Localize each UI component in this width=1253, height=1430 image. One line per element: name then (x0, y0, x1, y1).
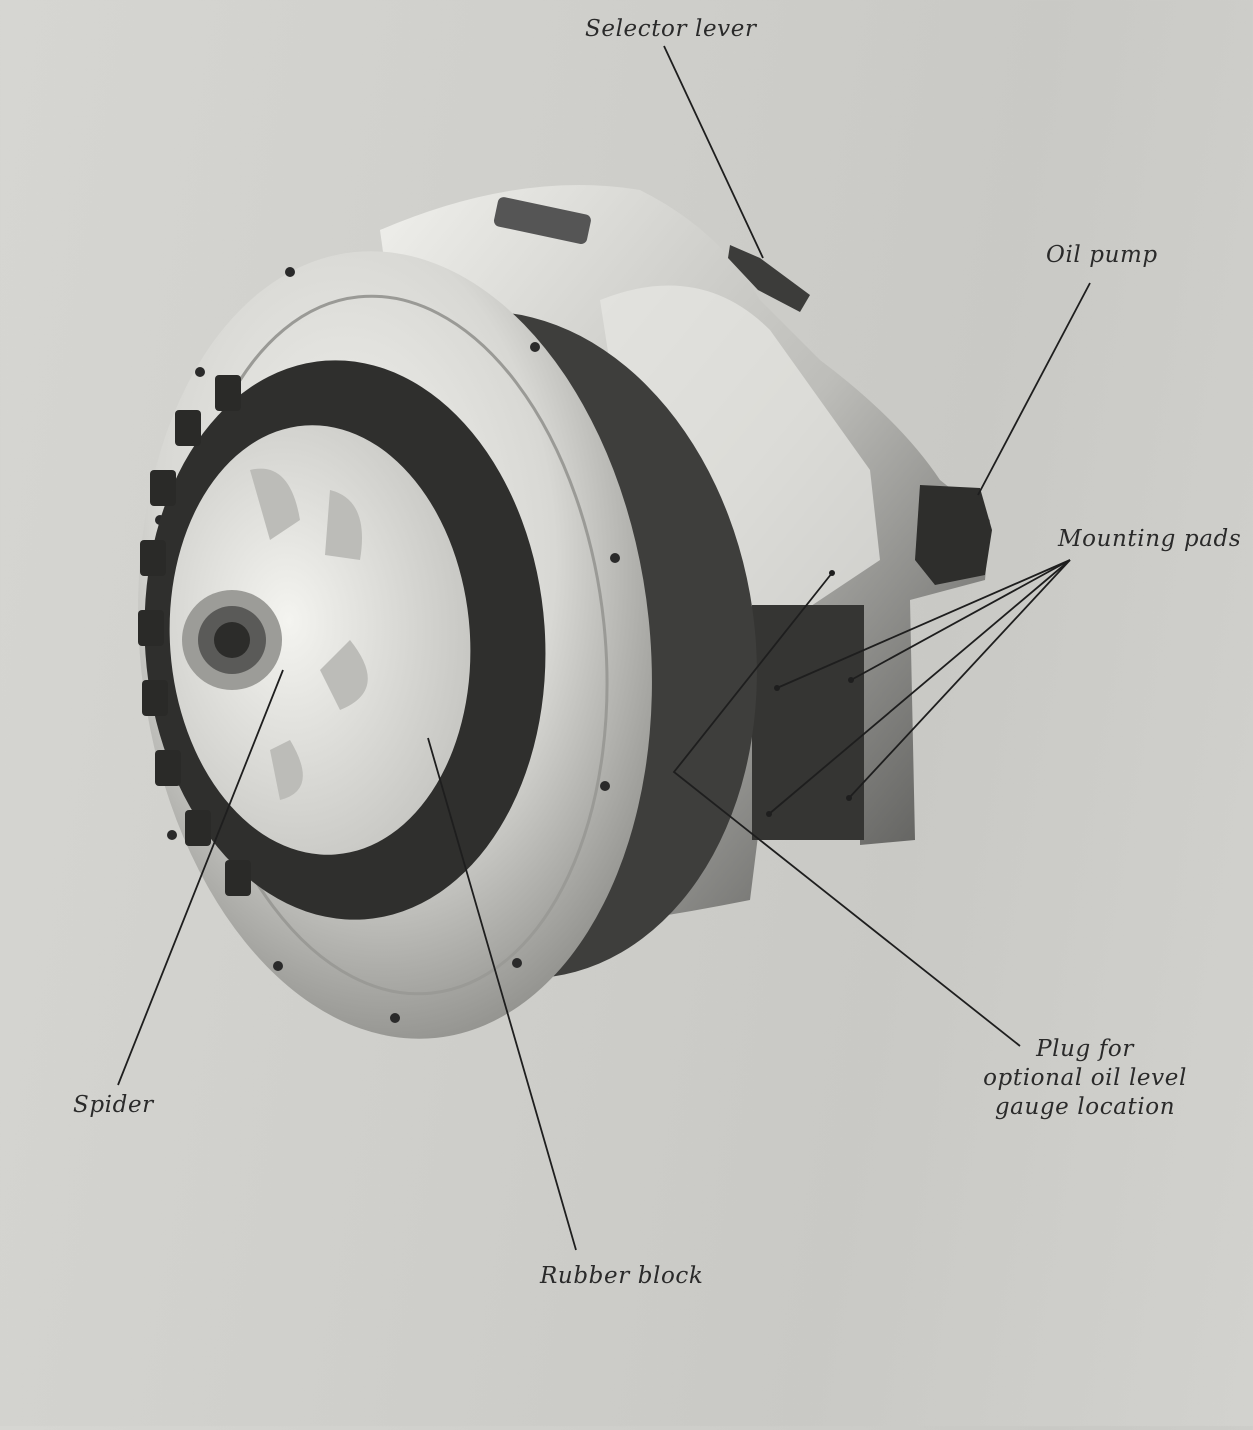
leader-plug (672, 572, 1021, 1047)
leader-lines (117, 45, 1091, 1251)
leader-mounting-pad-2 (850, 559, 1071, 681)
label-selector-lever: Selector lever (585, 16, 757, 42)
label-plug-line-2: optional oil level (983, 1065, 1187, 1091)
oil-pump (915, 485, 992, 585)
mounting-pad-block (752, 605, 864, 840)
label-rubber-block: Rubber block (540, 1263, 704, 1289)
leader-rubber-block (427, 737, 577, 1251)
label-oil-pump: Oil pump (1046, 242, 1158, 268)
leader-mounting-pad-3 (768, 559, 1071, 815)
leader-selector-lever (663, 45, 764, 259)
label-spider: Spider (73, 1092, 154, 1118)
label-plug-oil-level-gauge: Plug for optional oil level gauge locati… (970, 1035, 1200, 1122)
drive-coupling (138, 360, 546, 920)
rubber-blocks (138, 375, 251, 896)
leader-oil-pump (977, 282, 1091, 496)
label-plug-line-1: Plug for (1036, 1036, 1134, 1062)
selector-lever (728, 245, 810, 312)
leader-mounting-pad-4 (848, 559, 1071, 799)
leader-mounting-pad-1 (776, 559, 1071, 689)
leader-spider (117, 669, 284, 1086)
label-mounting-pads: Mounting pads (1058, 526, 1242, 552)
label-plug-line-3: gauge location (994, 1094, 1176, 1120)
